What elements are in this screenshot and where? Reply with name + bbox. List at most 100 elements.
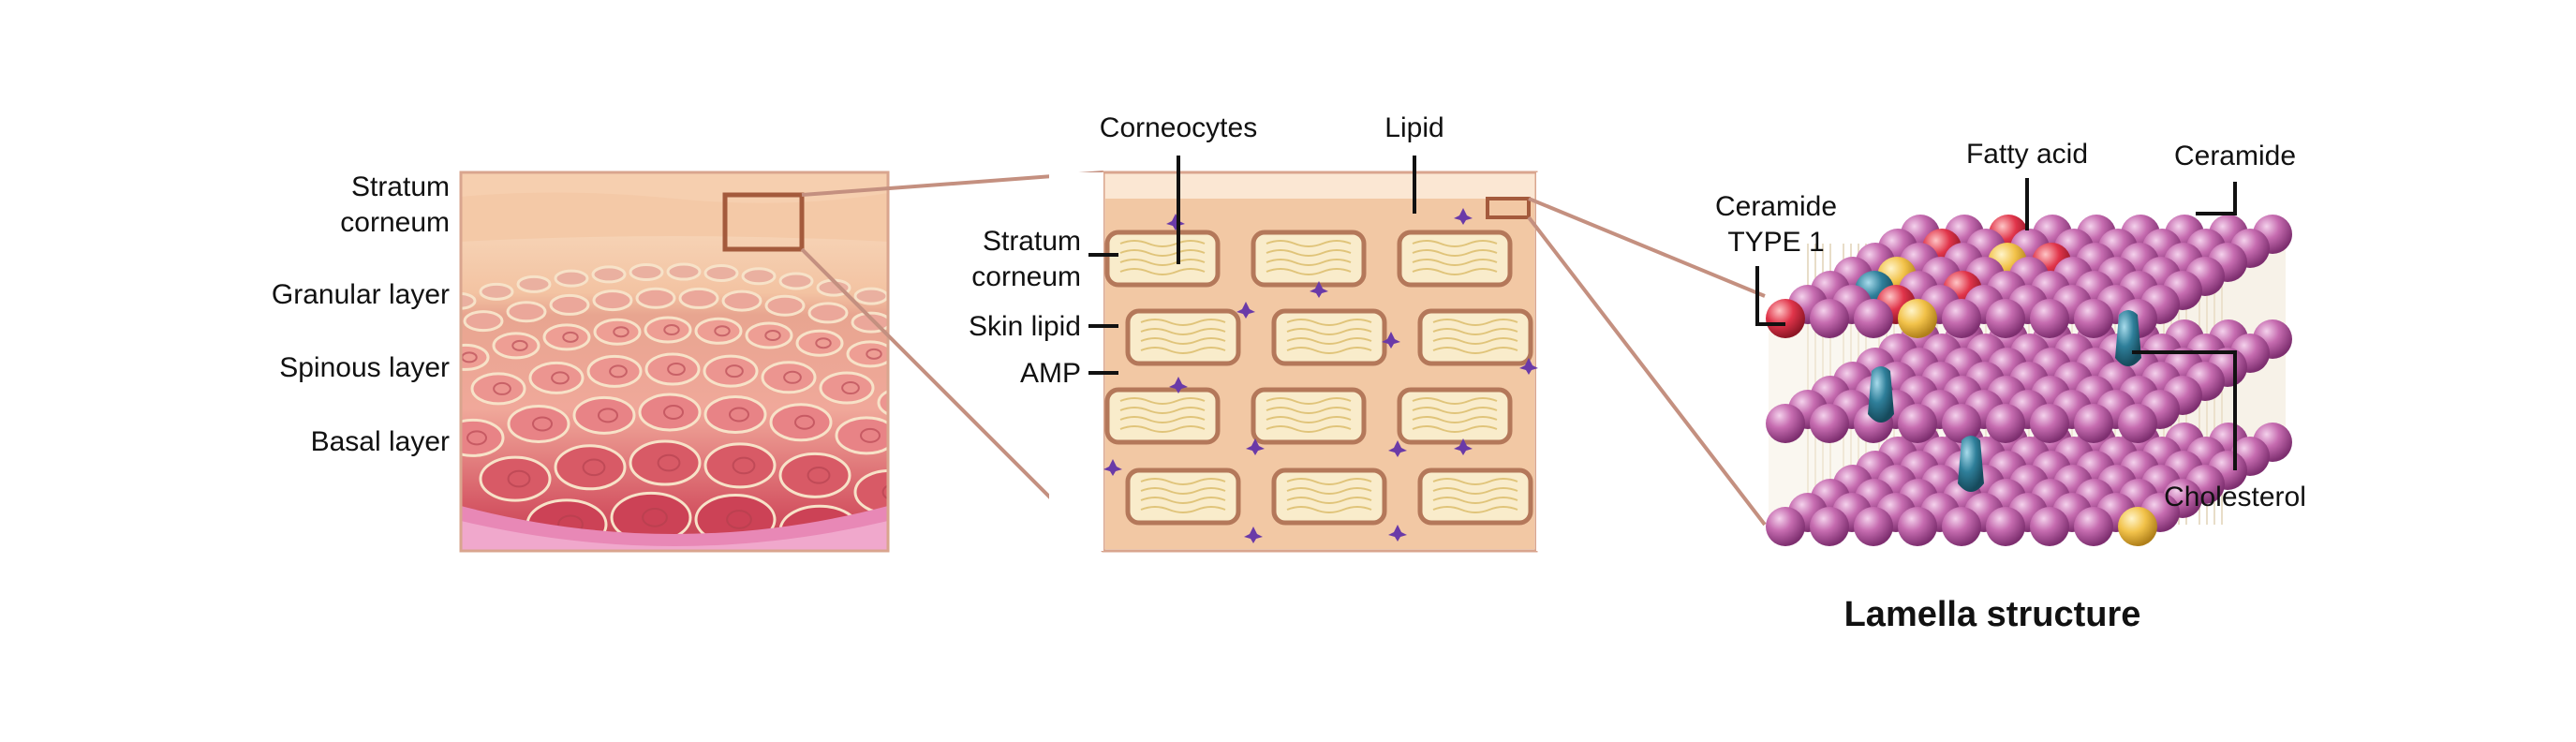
keratin-fiber <box>1140 347 1226 354</box>
keratin-fiber <box>1119 425 1206 433</box>
skin-cell <box>479 455 552 502</box>
lipid-sphere <box>1986 507 2025 546</box>
skin-cell <box>877 389 888 416</box>
keratin-fiber <box>1286 506 1372 513</box>
skin-cell <box>479 282 514 301</box>
skin-cell <box>851 311 888 334</box>
lipid-sphere <box>1810 507 1849 546</box>
label-ceramide-type1-line1: Ceramide <box>1715 191 1837 222</box>
lipid-sphere <box>2118 404 2157 443</box>
layer-label-granular: Granular layer <box>272 279 450 310</box>
corneocyte <box>1104 387 1221 445</box>
cell-nucleus <box>783 370 802 384</box>
label-skin-lipid: Skin lipid <box>969 311 1081 342</box>
corneocyte-cell <box>1125 467 1241 526</box>
skin-cell <box>516 275 552 293</box>
skin-cell <box>703 354 759 388</box>
lipid-sphere <box>2074 404 2113 443</box>
keratin-fiber <box>1140 487 1226 495</box>
keratin-fiber <box>1119 416 1206 423</box>
keratin-fiber <box>1412 240 1498 247</box>
corneocyte <box>1104 230 1221 288</box>
keratin-fiber <box>1412 416 1498 423</box>
skin-cell <box>761 361 817 394</box>
cell-nucleus <box>725 364 744 378</box>
keratin-fiber <box>1432 478 1518 485</box>
lamella-labels: Fatty acid Ceramide Ceramide TYPE 1 Chol… <box>1715 139 2306 634</box>
corneocyte <box>1417 308 1533 366</box>
amp-markers <box>1103 208 1538 543</box>
amp-marker <box>1519 358 1538 375</box>
cell-nucleus <box>732 456 756 475</box>
label-amp: AMP <box>1020 358 1081 389</box>
skin-cell <box>528 361 585 394</box>
skin-cell <box>853 287 888 305</box>
skin-cell <box>542 323 591 351</box>
skin-cell <box>703 395 767 434</box>
cholesterol-molecule <box>1958 436 1984 492</box>
skin-cell <box>745 321 793 349</box>
cell-nucleus <box>642 508 668 527</box>
corneocyte-cell <box>1271 467 1387 526</box>
cell-nucleus <box>860 427 881 443</box>
zoom-box-detail <box>1486 197 1531 219</box>
corneocyte <box>1397 387 1513 445</box>
keratin-fiber <box>1266 249 1352 257</box>
corneocyte-cell <box>1104 230 1221 288</box>
amp-marker <box>1246 438 1265 455</box>
lipid-sphere <box>1766 404 1805 443</box>
skin-cell <box>644 316 692 344</box>
cell-nucleus <box>493 381 511 395</box>
corneocyte <box>1125 467 1241 526</box>
skin-cell <box>703 442 777 489</box>
corneocyte-bricks <box>1049 172 1592 551</box>
cell-nucleus <box>598 408 618 423</box>
lipid-sphere <box>2030 299 2069 338</box>
skin-cell <box>461 291 477 310</box>
keratin-fiber <box>1140 478 1226 485</box>
lipid-sphere <box>1942 299 1981 338</box>
cholesterol-molecule <box>2115 310 2141 366</box>
cell-nucleus <box>466 430 487 446</box>
corneocyte <box>1125 308 1241 366</box>
lamella-title: Lamella structure <box>1844 595 2141 634</box>
keratin-fiber <box>1266 416 1352 423</box>
keratin-fiber <box>1140 319 1226 326</box>
cell-nucleus <box>582 458 606 477</box>
amp-marker <box>1166 214 1185 230</box>
skin-cell <box>778 272 814 290</box>
lipid-sphere <box>2030 507 2069 546</box>
lipid-sphere <box>1898 507 1937 546</box>
cell-nucleus <box>562 331 579 343</box>
keratin-fiber <box>1432 487 1518 495</box>
skin-cell <box>470 372 526 406</box>
skin-cell <box>506 301 547 323</box>
corneocyte-cell <box>1397 230 1513 288</box>
amp-marker <box>1382 332 1400 349</box>
keratin-fiber <box>1432 506 1518 513</box>
keratin-fiber <box>1140 497 1226 504</box>
fatty-acid-sphere <box>1898 299 1937 338</box>
keratin-fiber <box>1432 497 1518 504</box>
label-stratum-line2: corneum <box>971 261 1081 292</box>
keratin-fiber <box>1286 487 1372 495</box>
cell-nucleus <box>657 453 681 472</box>
skin-cell <box>819 371 875 405</box>
keratin-fiber <box>1286 337 1372 345</box>
keratin-fiber <box>1266 259 1352 266</box>
corneocyte <box>1397 230 1513 288</box>
skin-cell <box>572 395 636 435</box>
keratin-fiber <box>1286 347 1372 354</box>
keratin-fiber <box>1119 407 1206 414</box>
cell-nucleus <box>764 330 781 342</box>
layer-label-basal: Basal layer <box>311 426 450 457</box>
skin-cell <box>721 289 762 312</box>
lipid-sphere <box>1986 404 2025 443</box>
skin-cell <box>778 452 851 498</box>
keratin-fiber <box>1412 268 1498 275</box>
cell-nucleus <box>841 381 860 395</box>
lipid-sphere <box>1854 299 1893 338</box>
corneocyte <box>1271 308 1387 366</box>
amp-marker <box>1454 438 1473 455</box>
